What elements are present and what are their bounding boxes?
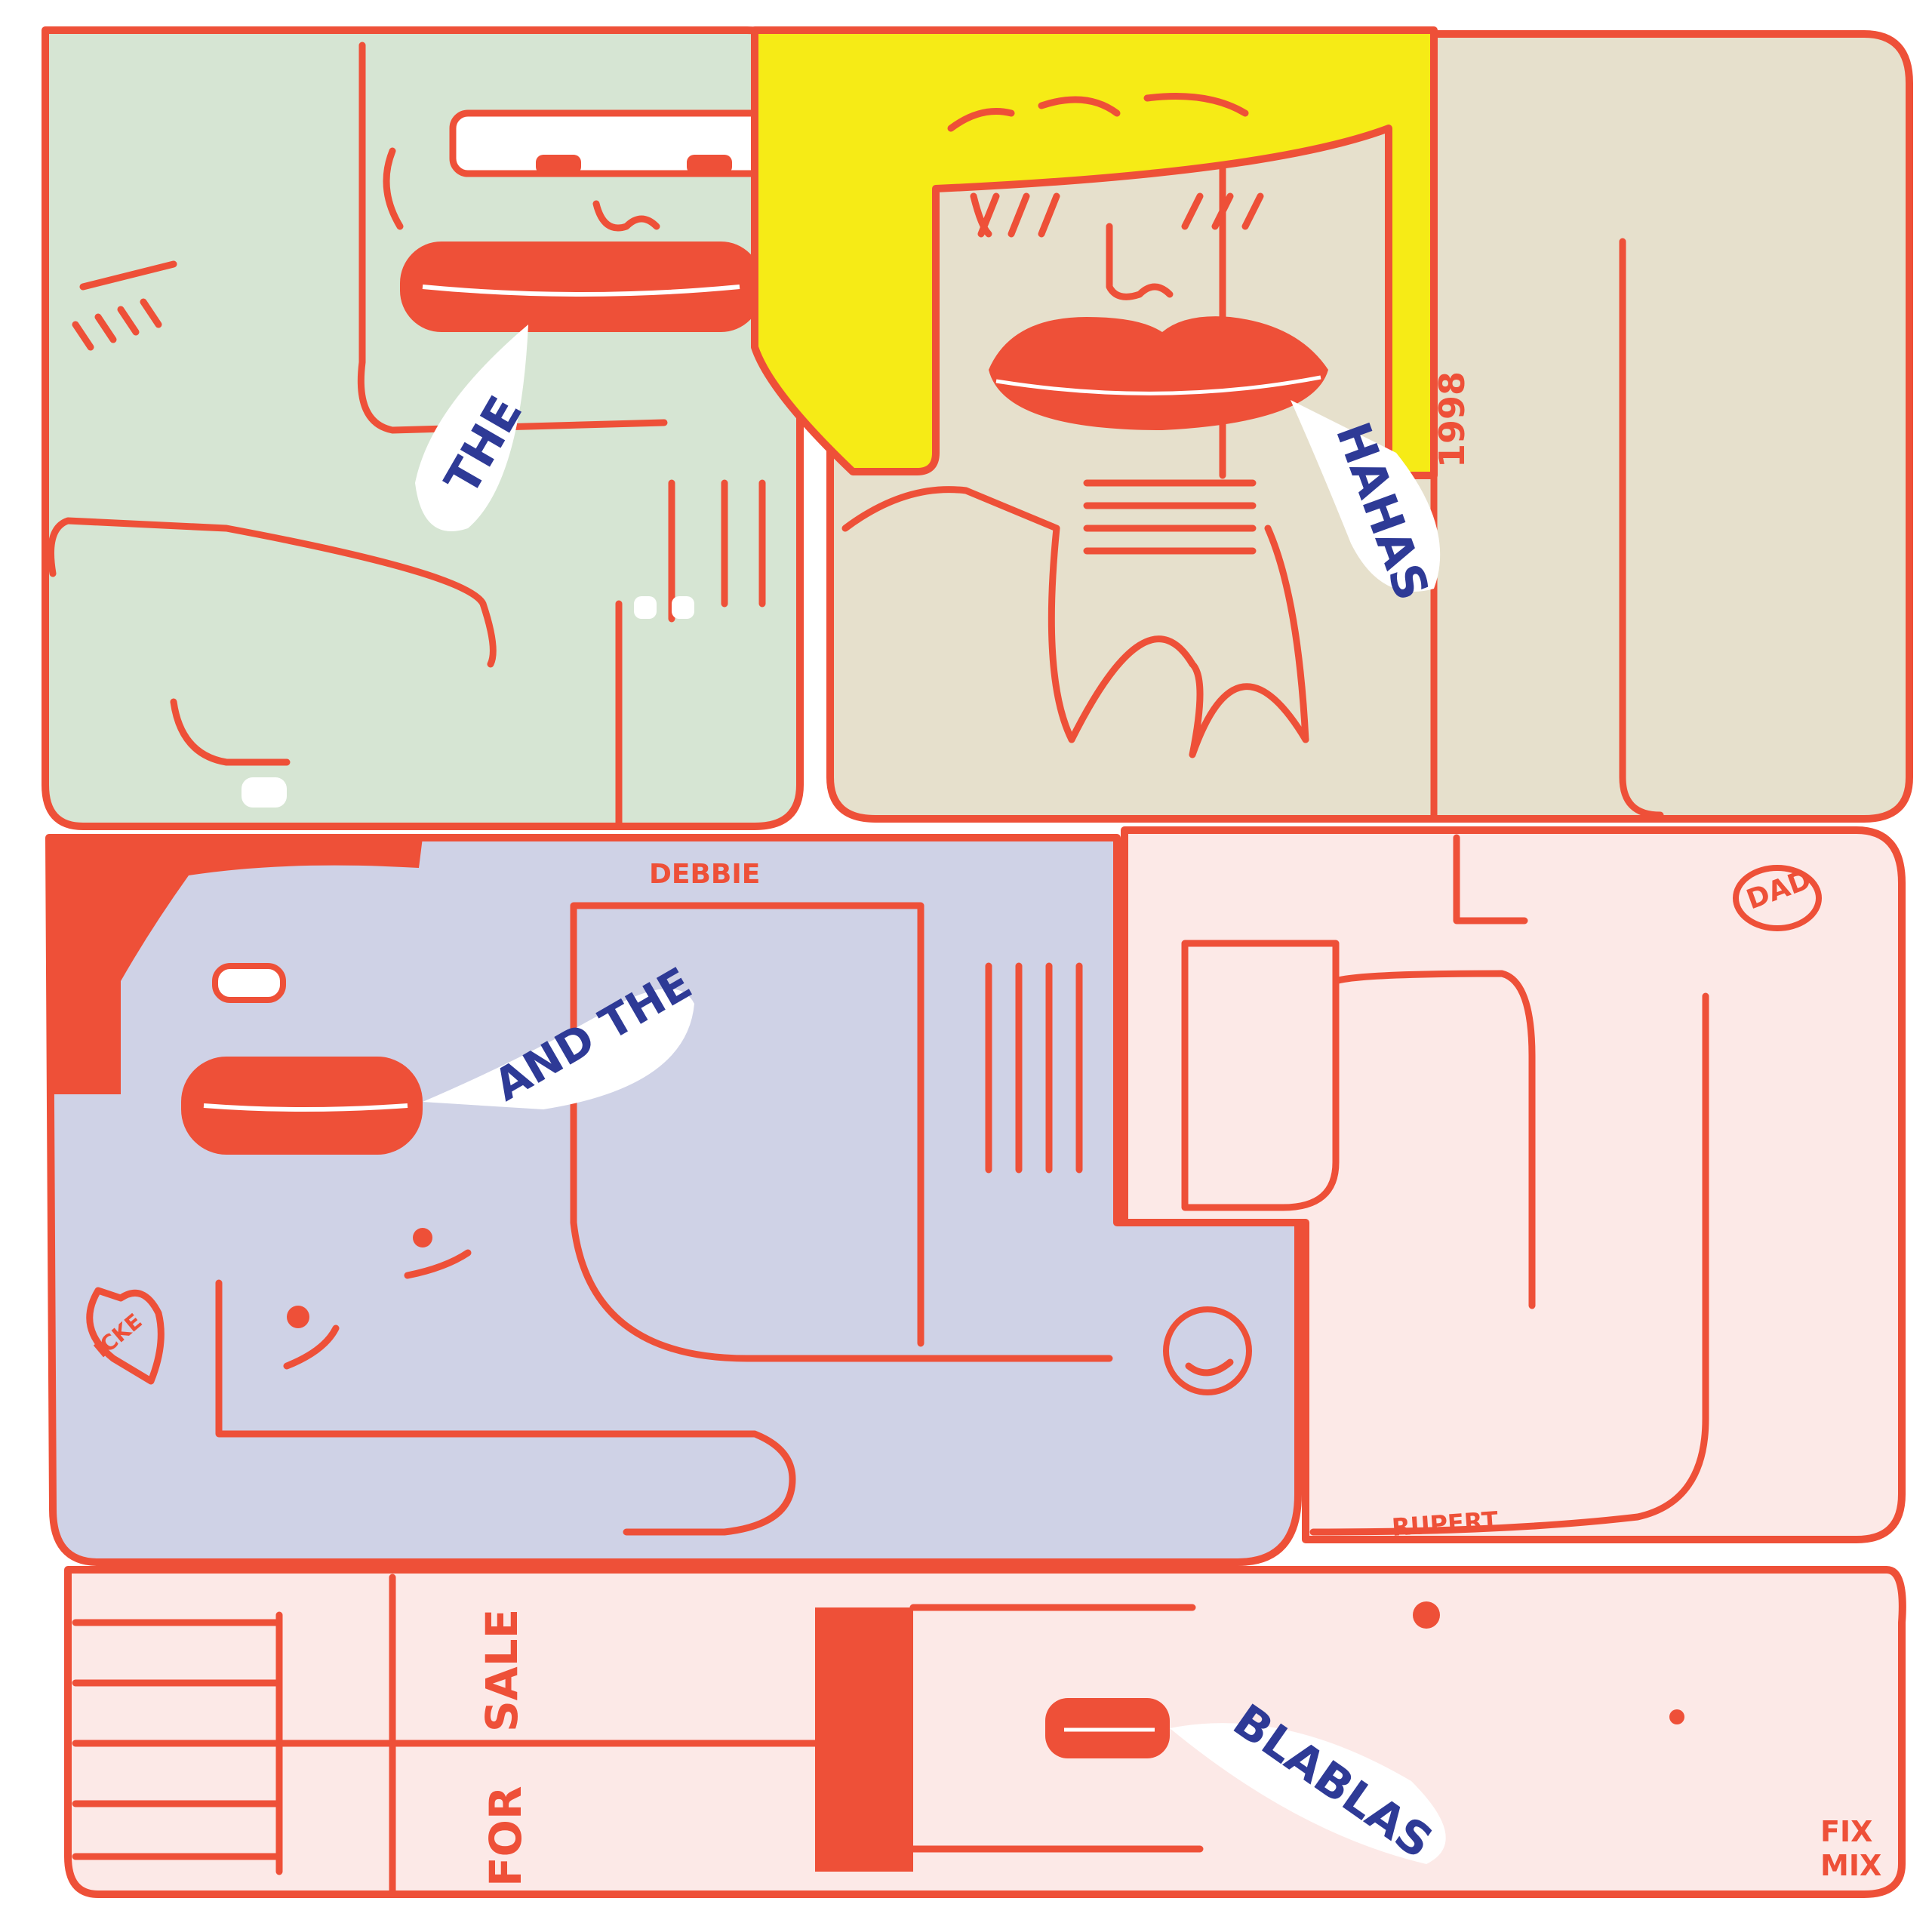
green-mouth [400,242,762,332]
tattoo-sale: SALE [476,1609,528,1732]
green-figure [42,26,804,830]
signature-line2: MIX [1820,1849,1881,1882]
pink-figure-right [1121,826,1906,1543]
lavender-figure [45,834,1302,1566]
beige-figure [826,30,1913,823]
white-toenails [242,596,694,808]
pink-figure-bottom [64,1566,1906,1898]
heart-tattoo [86,1287,165,1385]
red-hair-bottom [815,1607,913,1872]
signature: FIX MIX [1820,1815,1881,1882]
red-hair [49,838,423,1094]
yellow-hair [751,26,1438,479]
lavender-mouth [181,1057,423,1155]
signature-line1: FIX [1820,1815,1872,1848]
tattoo-1998: 1998 [1432,371,1472,468]
beige-lips [989,316,1328,430]
tattoo-debbie: DEBBIE [649,859,760,890]
smiley-icon [1163,1306,1252,1395]
tattoo-for: FOR [480,1786,531,1887]
